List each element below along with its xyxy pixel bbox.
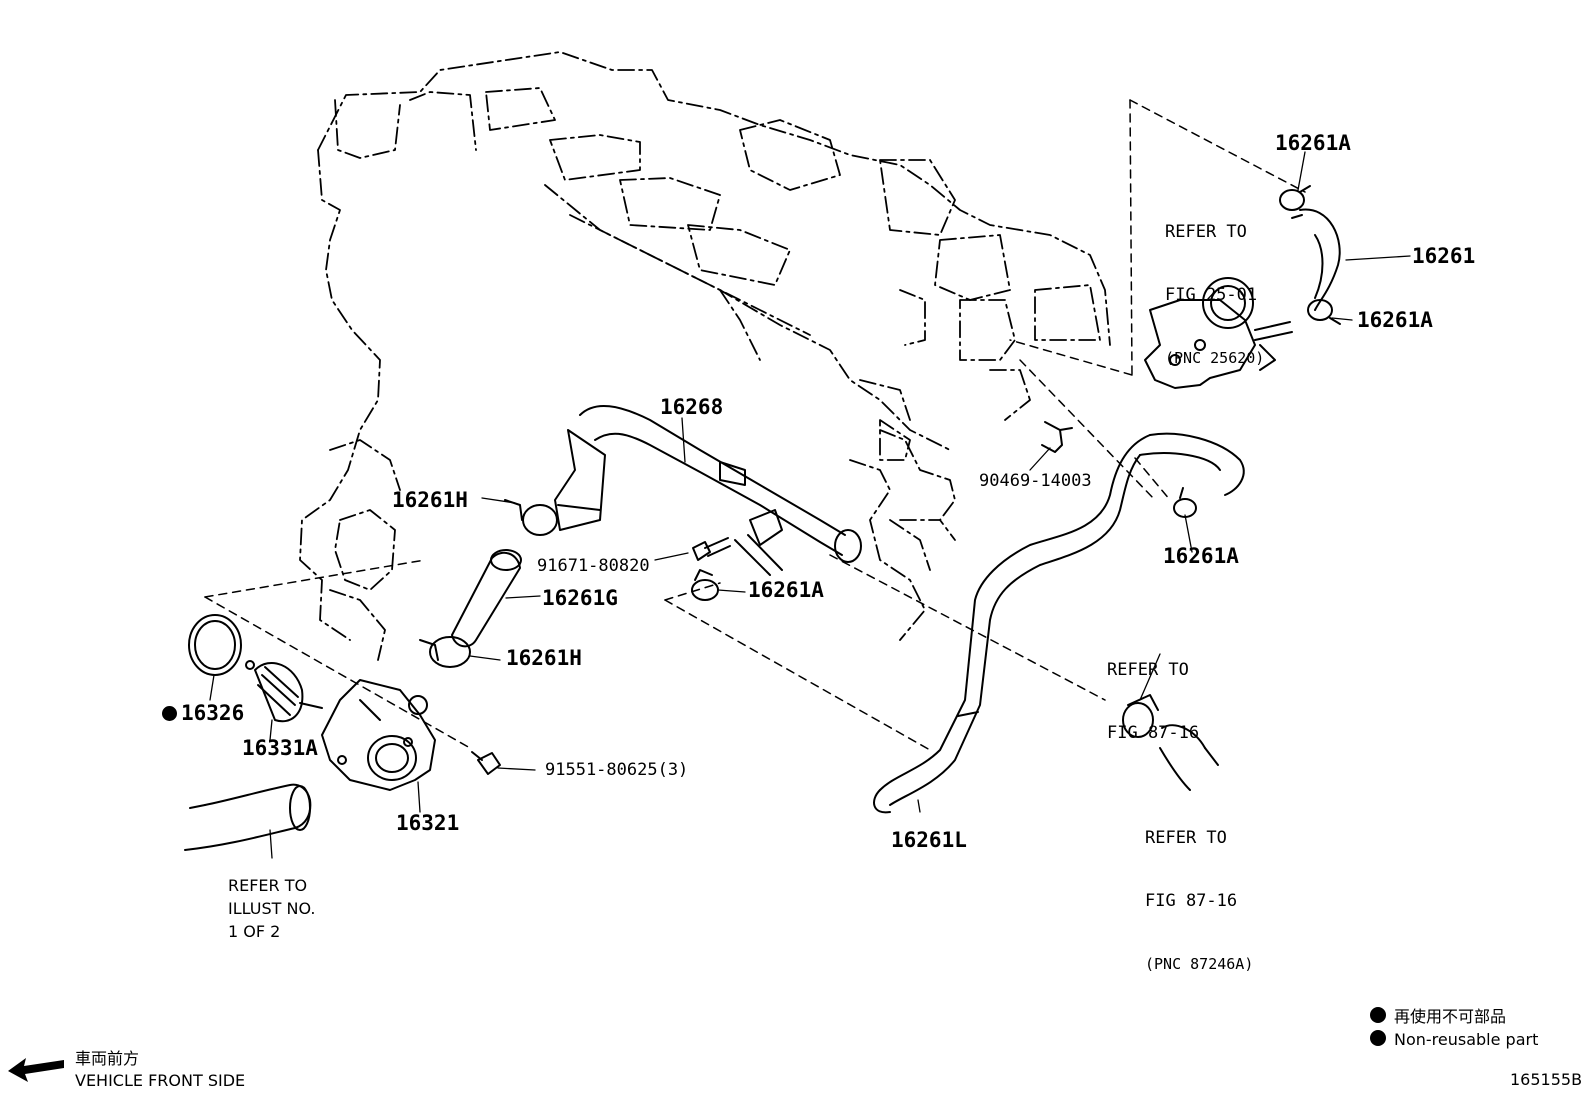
clamp-87-16 bbox=[1122, 694, 1159, 738]
hose-87246A bbox=[1159, 724, 1219, 791]
label-16261L: 16261L bbox=[891, 828, 967, 852]
clamp-16261A-mid bbox=[1173, 487, 1197, 518]
label-16321: 16321 bbox=[396, 811, 460, 835]
bolt-91671 bbox=[692, 537, 731, 561]
label-16326: 16326 bbox=[162, 703, 244, 724]
front-arrow-icon bbox=[8, 1058, 64, 1082]
hose-illust-1 bbox=[184, 783, 312, 851]
hose-16261G bbox=[451, 549, 522, 648]
label-91551-80625: 91551-80625(3) bbox=[545, 760, 689, 780]
gasket-16326 bbox=[188, 614, 242, 676]
clamp-16261H-low bbox=[419, 636, 471, 668]
bolt-91551 bbox=[471, 751, 501, 775]
clamp-16261A-top bbox=[1279, 185, 1311, 211]
label-90469-14003: 90469-14003 bbox=[979, 471, 1092, 491]
clamp-16261A-low bbox=[691, 569, 719, 601]
legend-jp: 再使用不可部品 bbox=[1370, 1003, 1506, 1027]
label-16261A-top: 16261A bbox=[1275, 131, 1351, 155]
ref-fig-87-16-hose: REFER TO FIG 87-16 (PNC 87246A) bbox=[1145, 828, 1254, 973]
leader-lines bbox=[209, 151, 1411, 859]
non-reusable-dot-icon bbox=[1370, 1007, 1386, 1023]
label-16261H-top: 16261H bbox=[392, 488, 468, 512]
label-16261: 16261 bbox=[1412, 244, 1476, 268]
inlet-housing-16321 bbox=[321, 679, 436, 791]
legend-en: Non-reusable part bbox=[1370, 1030, 1538, 1049]
ref-fig-25-01: REFER TO FIG 25-01 (PNC 25620) bbox=[1165, 222, 1265, 367]
thermostat-16331A bbox=[245, 660, 323, 723]
figure-number: 165155B bbox=[1510, 1070, 1583, 1089]
label-91671-80820: 91671-80820 bbox=[537, 556, 650, 576]
label-16261H-low: 16261H bbox=[506, 646, 582, 670]
pipe-16268 bbox=[554, 404, 862, 576]
engine-outline bbox=[299, 51, 1111, 661]
hose-16261 bbox=[1291, 208, 1341, 311]
label-16331A: 16331A bbox=[242, 736, 318, 760]
label-16268: 16268 bbox=[660, 395, 724, 419]
label-16261A-mid: 16261A bbox=[1163, 544, 1239, 568]
hose-16261L bbox=[873, 432, 1245, 814]
non-reusable-dot-icon bbox=[1370, 1030, 1386, 1046]
ref-fig-87-16-clamp: REFER TO FIG 87-16 bbox=[1107, 660, 1200, 743]
vehicle-front-side: 車両前方 VEHICLE FRONT SIDE bbox=[75, 1049, 246, 1090]
ref-illust-1-of-2: REFER TO ILLUST NO. 1 OF 2 bbox=[228, 876, 316, 941]
non-reusable-dot-icon bbox=[162, 706, 177, 721]
label-16261G: 16261G bbox=[542, 586, 618, 610]
clamp-90469 bbox=[1041, 421, 1073, 453]
label-16261A-low: 16261A bbox=[748, 578, 824, 602]
throttle-body-25620 bbox=[1144, 277, 1293, 389]
clamp-16261A-right bbox=[1307, 299, 1341, 325]
clamp-16261H-top bbox=[504, 499, 558, 536]
label-16261A-right: 16261A bbox=[1357, 308, 1433, 332]
